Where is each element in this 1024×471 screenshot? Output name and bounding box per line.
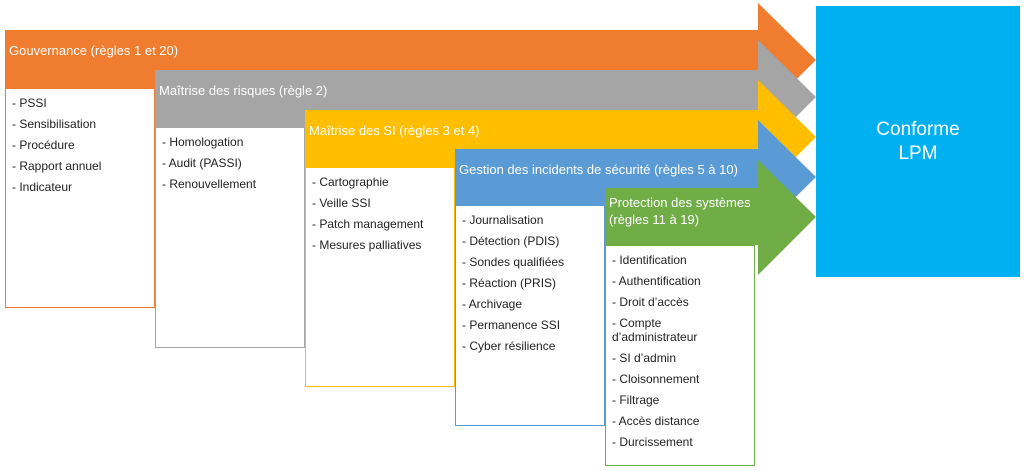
gouvernance-title-text: Gouvernance (règles 1 et 20) <box>9 42 179 58</box>
conforme-lpm-block: Conforme LPM <box>816 6 1020 277</box>
conforme-line2: LPM <box>898 142 938 164</box>
incidents-arrow <box>455 120 816 234</box>
incidents-title-text: Gestion des incidents de sécurité (règle… <box>459 161 738 177</box>
gouvernance-items-list: - PSSI - Sensibilisation - Procédure - R… <box>6 89 154 198</box>
list-item: - Réaction (PRIS) <box>462 276 557 290</box>
list-item: - Archivage <box>462 297 523 311</box>
list-item: - Cyber résilience <box>462 339 556 353</box>
list-item: - Cartographie <box>312 175 389 189</box>
gouvernance-items-box: - PSSI - Sensibilisation - Procédure - R… <box>5 88 155 308</box>
si-items-box: - Cartographie - Veille SSI - Patch mana… <box>305 167 455 387</box>
protection-title: Protection des systèmes (règles 11 à 19) <box>605 190 765 232</box>
list-item: - Indicateur <box>12 180 73 194</box>
conforme-block-bg <box>816 6 1020 277</box>
gouvernance-arrow <box>5 3 816 117</box>
si-title-text: Maîtrise des SI (règles 3 et 4) <box>309 122 480 138</box>
si-title: Maîtrise des SI (règles 3 et 4) <box>305 110 755 150</box>
protection-title-line2: (règles 11 à 19) <box>609 212 700 227</box>
protection-arrow <box>605 160 816 275</box>
list-item: - Procédure <box>12 138 75 152</box>
list-item: - Authentification <box>612 274 701 288</box>
incidents-title: Gestion des incidents de sécurité (règle… <box>455 149 755 189</box>
incidents-items-list: - Journalisation - Détection (PDIS) - So… <box>456 206 604 357</box>
list-item: - Détection (PDIS) <box>462 234 560 248</box>
si-items-list: - Cartographie - Veille SSI - Patch mana… <box>306 168 454 256</box>
list-item: - Droit d’accès <box>612 295 689 309</box>
risques-title: Maîtrise des risques (règle 2) <box>155 70 755 110</box>
list-item: - Sondes qualifiées <box>462 255 565 269</box>
protection-title-line1: Protection des systèmes <box>609 195 751 210</box>
list-item: - Identification <box>612 253 687 267</box>
list-item: - SI d’admin <box>612 351 677 365</box>
list-item: - Compte d’administrateur <box>612 316 698 344</box>
list-item: - Sensibilisation <box>12 117 97 131</box>
list-item: - Audit (PASSI) <box>162 156 242 170</box>
risques-items-list: - Homologation - Audit (PASSI) - Renouve… <box>156 128 304 195</box>
risques-items-box: - Homologation - Audit (PASSI) - Renouve… <box>155 127 305 348</box>
list-item: - Permanence SSI <box>462 318 561 332</box>
protection-items-list: - Identification - Authentification - Dr… <box>606 246 754 453</box>
incidents-items-box: - Journalisation - Détection (PDIS) - So… <box>455 205 605 426</box>
risques-title-text: Maîtrise des risques (règle 2) <box>159 82 328 98</box>
conforme-line1: Conforme <box>876 118 960 140</box>
list-item: - Veille SSI <box>312 196 371 210</box>
list-item: - Mesures palliatives <box>312 238 422 252</box>
list-item: - Homologation <box>162 135 244 149</box>
list-item: - Cloisonnement <box>612 372 700 386</box>
list-item: - Rapport annuel <box>12 159 102 173</box>
list-item: - Accès distance <box>612 414 700 428</box>
list-item: - Filtrage <box>612 393 660 407</box>
list-item: - Journalisation <box>462 213 544 227</box>
protection-items-box: - Identification - Authentification - Dr… <box>605 245 755 466</box>
list-item: - Renouvellement <box>162 177 257 191</box>
list-item: - PSSI <box>12 96 47 110</box>
list-item: - Patch management <box>312 217 424 231</box>
list-item: - Durcissement <box>612 435 693 449</box>
gouvernance-title: Gouvernance (règles 1 et 20) <box>5 30 755 70</box>
